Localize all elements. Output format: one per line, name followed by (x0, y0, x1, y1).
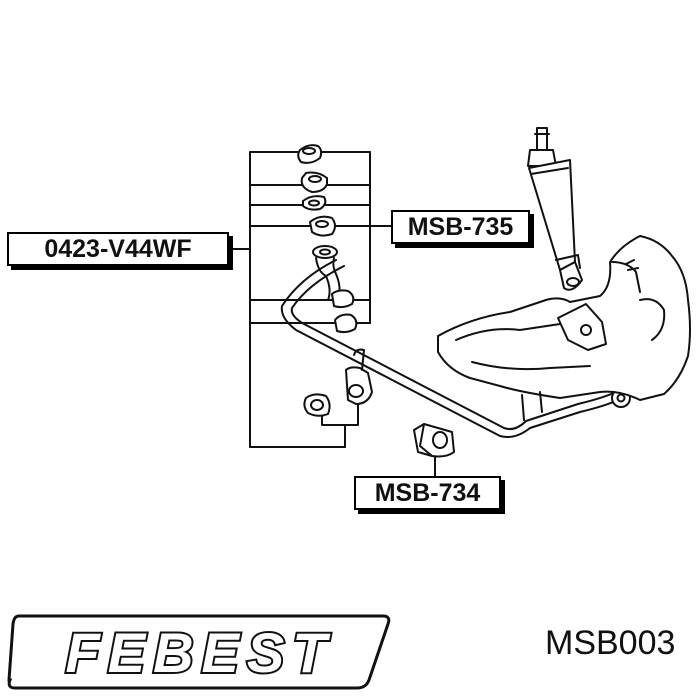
part-number-label: MSB003 (545, 624, 676, 662)
washer-stack (297, 144, 336, 237)
stabilizer-bar (280, 259, 631, 438)
loose-bushing (303, 393, 331, 417)
callout-leaders (369, 225, 436, 477)
bar-bushing-bracket (345, 348, 373, 405)
callout-0423-v44wf: 0423-V44WF (7, 232, 229, 266)
suspension-arm (437, 235, 691, 421)
callout-msb-735: MSB-735 (391, 210, 530, 244)
shock-absorber (527, 127, 583, 291)
link-bushings (331, 289, 358, 334)
callout-msb-734: MSB-734 (354, 476, 501, 510)
brand-wordmark: FEBEST (66, 621, 335, 684)
febest-logo: FEBEST (7, 614, 391, 690)
msb-734-bushing (413, 423, 455, 458)
